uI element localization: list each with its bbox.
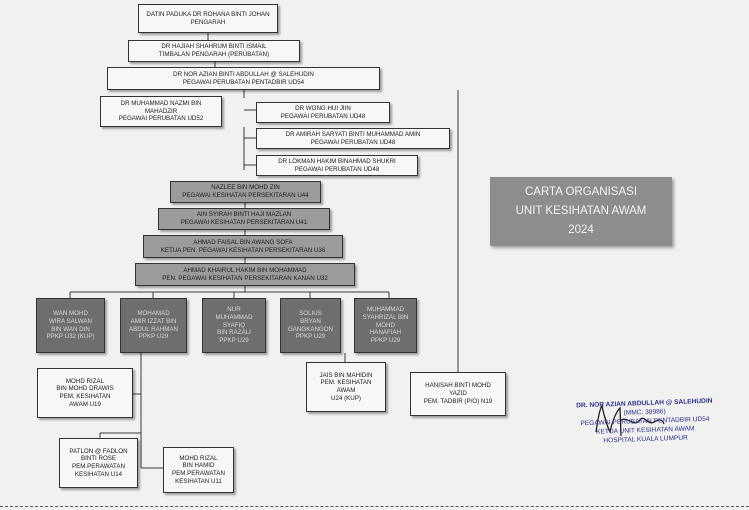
node-line: BINTI ROSE xyxy=(80,455,117,463)
node-line: PEM. KESIHATAN xyxy=(59,393,111,400)
node-name-line1: DR MUHAMMAD NAZMI BIN xyxy=(120,99,202,107)
node-nazmi: DR MUHAMMAD NAZMI BIN MAHADZIR PEGAWAI P… xyxy=(100,96,222,127)
title-line-1: CARTA ORGANISASI xyxy=(524,186,638,199)
node-line: NUR xyxy=(227,306,241,314)
node-line: MOHAMAD xyxy=(137,310,170,317)
signature-block: DR. NOR AZIAN ABDULLAH @ SALEHUDIN (MMC:… xyxy=(539,396,749,448)
node-line: MOHD RIZAL xyxy=(179,454,218,462)
node-line: HANAFIAH xyxy=(369,329,402,337)
node-name: AIN SYIRAH BINTI HAJI MAZLAN xyxy=(196,211,292,219)
node-line: MUHAMMAD xyxy=(366,306,405,314)
node-line: BIN MOHD DRAWIS xyxy=(56,385,114,393)
node-line: AWAM U19 xyxy=(69,400,101,408)
node-line: PPKP U29 xyxy=(370,337,401,345)
node-syahrizal: MUHAMMAD SYAHRIZAL BIN MOHD HANAFIAH PPK… xyxy=(354,298,417,353)
node-nazlee: NAZLEE BIN MOHD ZIN PEGAWAI KESIHATAN PE… xyxy=(170,181,321,203)
node-line: KESIHATAN U14 xyxy=(74,470,123,478)
node-line: AMIR IZZAT BIN xyxy=(130,317,177,325)
node-line: HANISAH BINTI MOHD xyxy=(425,382,491,390)
node-line: AWAM xyxy=(336,387,356,394)
node-name: AHMAD FAISAL BIN AWANG SOFA xyxy=(193,238,293,246)
node-patlon: PATLON @ FADLON BINTI ROSE PEM.PERAWATAN… xyxy=(59,438,138,488)
node-timbalan-pengarah: DR HAJIAH SHAHRUM BINTI ISMAIL TIMBALAN … xyxy=(128,40,300,62)
node-wong: DR WONG HUI JIIN PEGAWAI PERUBATAN UD48 xyxy=(256,102,390,123)
node-line: PPKP U29 xyxy=(295,333,326,341)
node-role: PEGAWAI PERUBATAN UD48 xyxy=(310,138,396,146)
title-line-3: 2024 xyxy=(568,223,594,236)
node-role: PENGARAH xyxy=(190,18,226,26)
node-role: KETUA PEN. PEGAWAI KESIHATAN PERSEKITARA… xyxy=(160,246,326,254)
node-amir-izzat: MOHAMAD AMIR IZZAT BIN ABDUL RAHMAN PPKP… xyxy=(120,298,187,353)
node-ain: AIN SYIRAH BINTI HAJI MAZLAN PEGAWAI KES… xyxy=(158,208,330,230)
node-nur-syafiq: NUR MUHAMMAD SYAFIQ BIN RAZALI PPKP U29 xyxy=(202,298,266,353)
node-name: DR HAJIAH SHAHRUM BINTI ISMAIL xyxy=(161,43,267,51)
node-line: BIN RAZALI xyxy=(217,329,251,337)
bottom-dashed-divider xyxy=(0,506,749,507)
node-line: JAIS BIN MAHIDIN xyxy=(319,371,373,379)
node-hanisah: HANISAH BINTI MOHD YAZID PEM. TADBIR (P/… xyxy=(410,372,506,416)
node-pegawai-pentadbir: DR NOR AZIAN BINTI ABDULLAH @ SALEHUDIN … xyxy=(107,67,380,90)
node-role: PEGAWAI PERUBATAN UD52 xyxy=(118,115,204,123)
node-line: PEM.PERAWATAN xyxy=(172,470,225,477)
node-name: DR NOR AZIAN BINTI ABDULLAH @ SALEHUDIN xyxy=(173,70,314,78)
node-solius: SOLIUS BRYAN GANGKANGON PPKP U29 xyxy=(280,298,341,353)
node-line: PEM.PERAWATAN xyxy=(72,463,125,470)
node-name: DR LOKMAN HAKIM BINAHMAD SHUKRI xyxy=(278,157,396,165)
node-role: PEGAWAI KESIHATAN PERSEKITARAN U41 xyxy=(180,219,308,226)
node-name: DR AMIRAH SARYATI BINTI MUHAMMAD AMIN xyxy=(285,130,421,138)
node-line: PPKP U32 (KUP) xyxy=(46,333,95,341)
node-role: PEGAWAI PERUBATAN UD48 xyxy=(280,112,366,120)
node-role: PEGAWAI PERUBATAN UD48 xyxy=(294,165,380,173)
node-line: YAZID xyxy=(449,390,467,398)
node-line: PPKP U29 xyxy=(138,333,169,341)
node-line: BIN HAMID xyxy=(182,462,215,470)
node-line: SYAFIQ xyxy=(222,321,246,329)
node-role: TIMBALAN PENGARAH (PERUBATAN) xyxy=(158,51,270,58)
node-line: SYAHRIZAL BIN xyxy=(362,313,409,321)
node-line: MOHD RIZAL xyxy=(65,377,105,385)
node-role: PEGAWAI PERUBATAN PENTADBIR UD54 xyxy=(182,78,305,86)
node-line: PATLON @ FADLON xyxy=(69,447,128,455)
node-wan-mohd: WAN MOHD WIRA SALWAN BIN WAN DIN PPKP U3… xyxy=(36,298,105,353)
node-pengarah: DATIN PADUKA DR ROHANA BINTI JOHAN PENGA… xyxy=(138,4,278,33)
node-name: AHMAD KHAIRUL HAKIM BIN MOHAMMAD xyxy=(183,266,307,274)
signature-scribble xyxy=(595,404,665,437)
node-name: DATIN PADUKA DR ROHANA BINTI JOHAN xyxy=(146,10,270,18)
chart-title-box: CARTA ORGANISASI UNIT KESIHATAN AWAM 202… xyxy=(490,177,672,246)
node-line: WAN MOHD xyxy=(53,310,88,317)
node-line: GANGKANGON xyxy=(287,325,334,333)
node-line: PEM. TADBIR (P/O) N19 xyxy=(423,397,493,405)
node-line: ABDUL RAHMAN xyxy=(129,325,178,333)
node-line: MUHAMMAD xyxy=(215,313,253,321)
node-faisal: AHMAD FAISAL BIN AWANG SOFA KETUA PEN. P… xyxy=(143,235,343,258)
node-name: NAZLEE BIN MOHD ZIN xyxy=(211,184,280,192)
node-line: KESIHATAN U11 xyxy=(175,477,222,485)
node-role: PEGAWAI KESIHATAN PERSEKITARAN U44 xyxy=(182,192,309,199)
node-amirah: DR AMIRAH SARYATI BINTI MUHAMMAD AMIN PE… xyxy=(256,128,450,149)
node-name: DR WONG HUI JIIN xyxy=(295,104,351,112)
node-line: BRYAN xyxy=(300,317,321,325)
node-line: BIN WAN DIN xyxy=(51,325,90,333)
node-mohd-rizal-drawis: MOHD RIZAL BIN MOHD DRAWIS PEM. KESIHATA… xyxy=(37,368,133,418)
node-line: PPKP U29 xyxy=(219,337,249,345)
node-line: PEM. KESIHATAN xyxy=(320,379,372,387)
node-lokman: DR LOKMAN HAKIM BINAHMAD SHUKRI PEGAWAI … xyxy=(256,155,418,176)
node-line: U24 (KUP) xyxy=(331,394,361,402)
node-name-line2: MAHADZIR xyxy=(144,107,178,115)
node-mohd-rizal-hamid: MOHD RIZAL BIN HAMID PEM.PERAWATAN KESIH… xyxy=(163,447,234,493)
node-line: MOHD xyxy=(376,321,395,329)
title-line-2: UNIT KESIHATAN AWAM xyxy=(515,205,647,218)
node-line: SOLIUS xyxy=(299,310,322,317)
node-role: PEN. PEGAWAI KESIHATAN PERSEKITARAN KANA… xyxy=(162,274,328,282)
node-line: WIRA SALWAN xyxy=(49,317,92,325)
node-khairul: AHMAD KHAIRUL HAKIM BIN MOHAMMAD PEN. PE… xyxy=(135,263,355,286)
node-jais: JAIS BIN MAHIDIN PEM. KESIHATAN AWAM U24… xyxy=(306,362,386,412)
